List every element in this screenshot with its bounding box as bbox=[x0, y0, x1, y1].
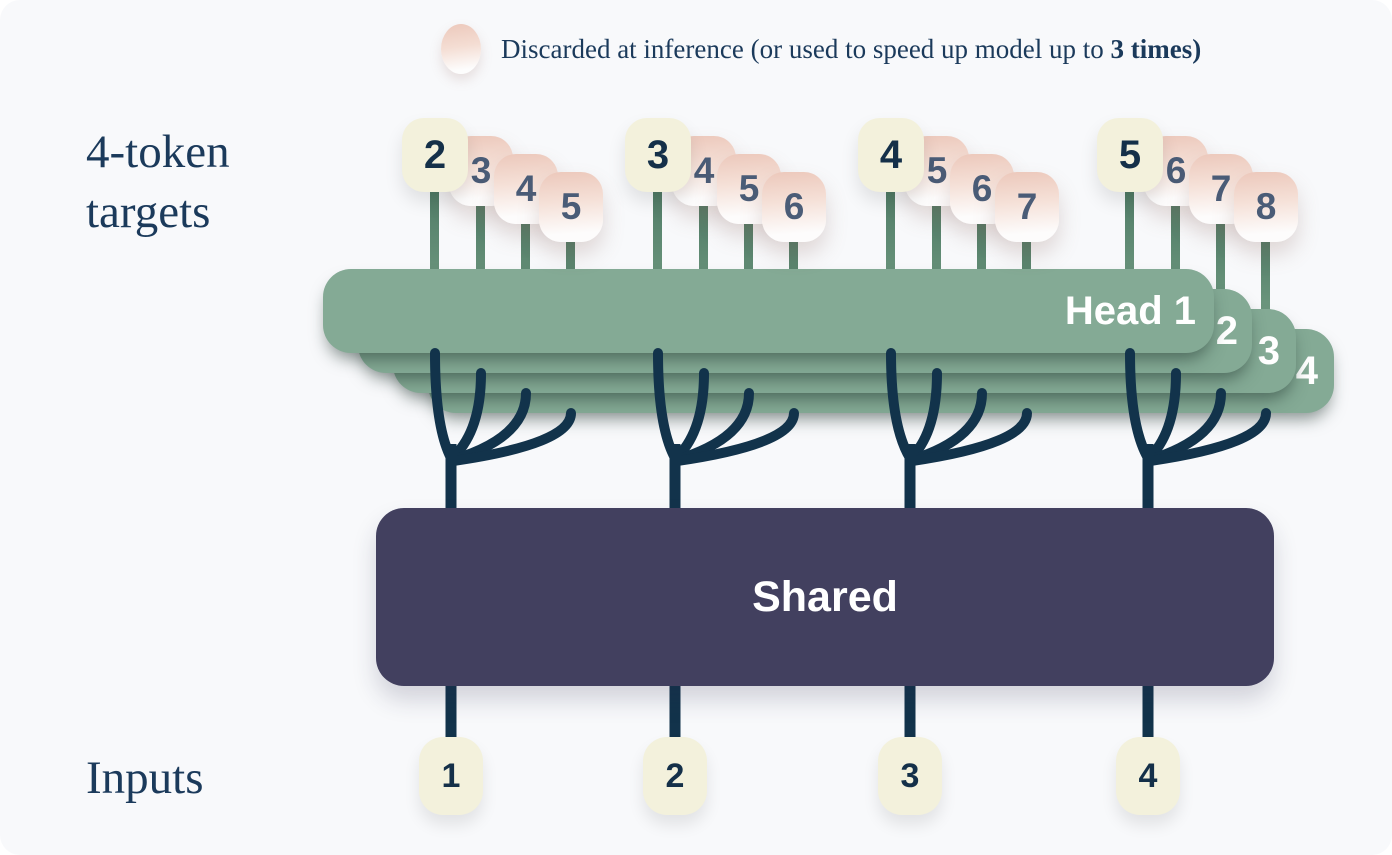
target-stem bbox=[1261, 239, 1270, 350]
target-token-kept: 5 bbox=[1097, 118, 1163, 192]
target-stem bbox=[430, 186, 439, 350]
targets-label-line2: targets bbox=[86, 186, 211, 239]
target-token-kept: 4 bbox=[858, 118, 924, 192]
head-1: Head 1 bbox=[323, 269, 1214, 353]
legend-text-regular: Discarded at inference (or used to speed… bbox=[501, 33, 1111, 64]
input-token: 2 bbox=[643, 737, 707, 815]
target-stem bbox=[1216, 221, 1225, 350]
targets-label: 4-token targets bbox=[86, 122, 230, 242]
target-stem bbox=[886, 186, 895, 350]
target-token-kept: 2 bbox=[402, 118, 468, 192]
target-stem bbox=[1125, 186, 1134, 350]
input-token: 4 bbox=[1116, 737, 1180, 815]
input-token: 1 bbox=[419, 737, 483, 815]
inputs-label: Inputs bbox=[86, 752, 204, 804]
target-token-discarded: 8 bbox=[1234, 172, 1298, 242]
target-stem bbox=[653, 186, 662, 350]
target-token-discarded: 6 bbox=[762, 172, 826, 242]
legend-text: Discarded at inference (or used to speed… bbox=[501, 34, 1201, 65]
target-token-discarded: 5 bbox=[539, 172, 603, 242]
legend-text-bold: 3 times) bbox=[1110, 33, 1202, 64]
shared-trunk-box: Shared bbox=[376, 508, 1274, 686]
discarded-token-icon bbox=[441, 24, 481, 74]
targets-label-line1: 4-token bbox=[86, 126, 230, 178]
legend: Discarded at inference (or used to speed… bbox=[441, 24, 1201, 74]
target-token-discarded: 7 bbox=[995, 172, 1059, 242]
target-token-kept: 3 bbox=[625, 118, 691, 192]
input-token: 3 bbox=[878, 737, 942, 815]
